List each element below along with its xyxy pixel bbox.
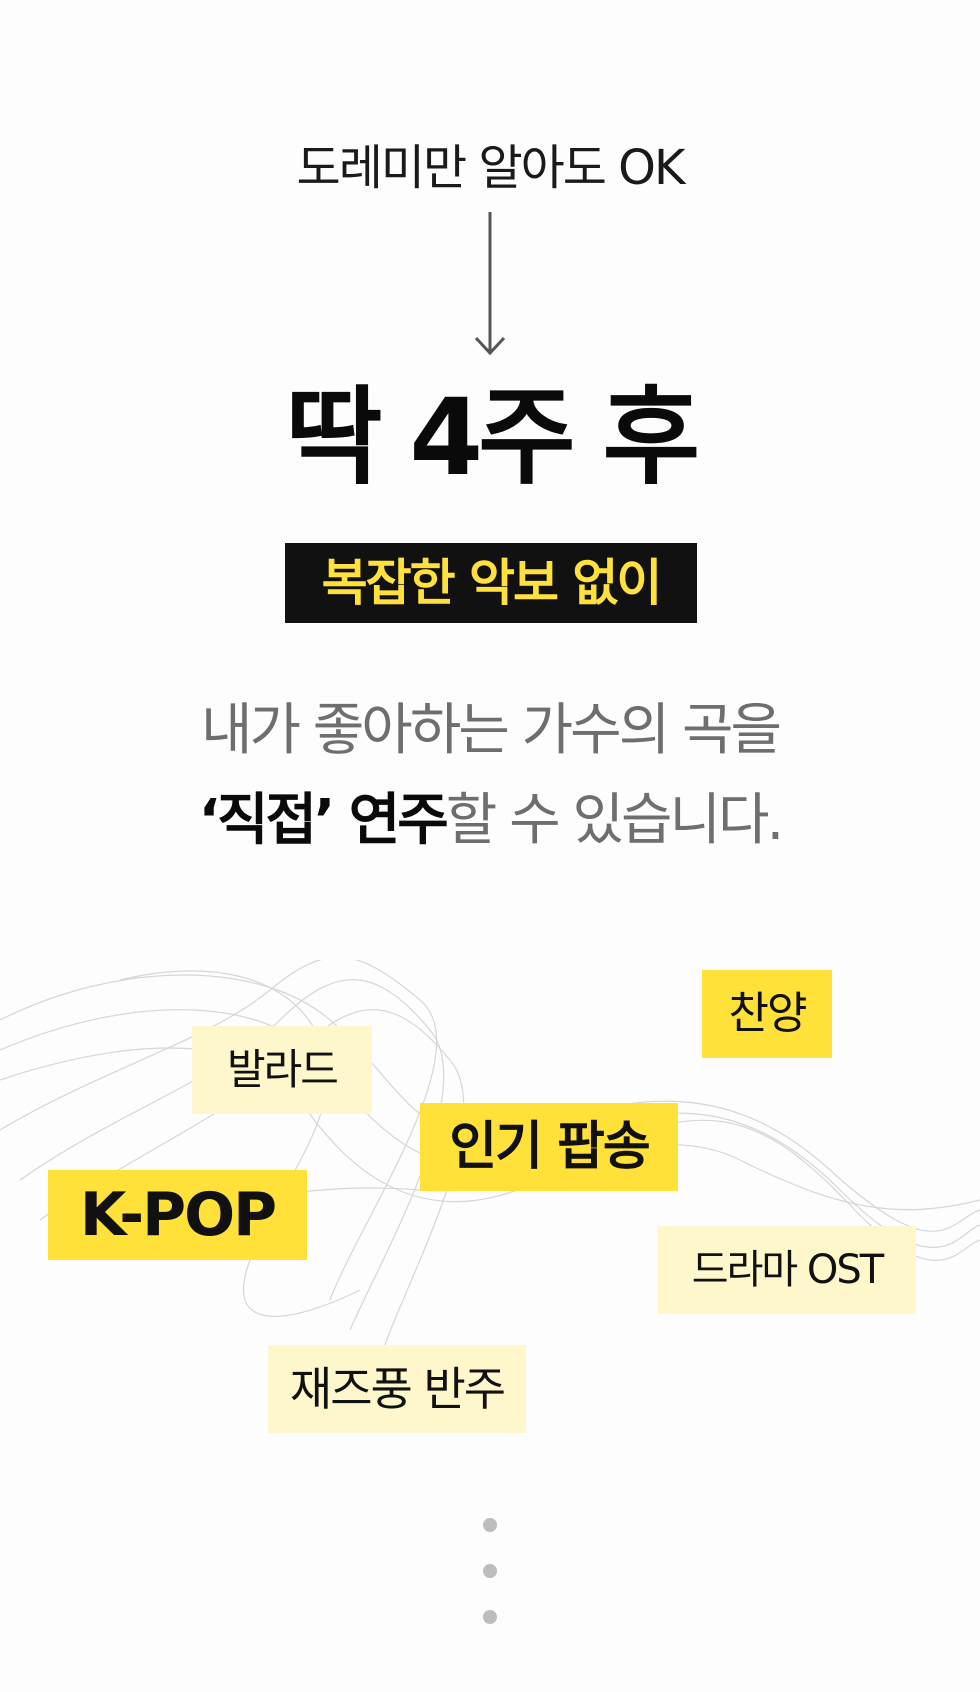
headline: 딱 4주 후 [284,376,700,499]
description-rest: 할 수 있습니다. [445,788,785,853]
description-emphasis: ‘직접’ 연주 [198,788,449,853]
intro-text: 도레미만 알아도 OK [296,140,686,196]
genre-tag-ballad: 발라드 [192,1026,372,1114]
description-line-1: 내가 좋아하는 가수의 곡을 [200,698,782,763]
dot [483,1518,497,1532]
arrow-down-icon [474,212,506,356]
dot [483,1610,497,1624]
banner: 복잡한 악보 없이 [285,543,697,623]
genre-tag-pop: 인기 팝송 [420,1103,678,1191]
description-line-2: ‘직접’ 연주할 수 있습니다. [0,786,980,856]
genre-tag-jazz: 재즈풍 반주 [268,1345,526,1433]
banner-text: 복잡한 악보 없이 [321,554,663,612]
genre-tag-ccm: 찬양 [702,970,832,1058]
genre-tag-drama-ost: 드라마 OST [658,1226,916,1314]
vertical-dots-icon [480,1518,500,1638]
dot [483,1564,497,1578]
genre-tag-kpop: K-POP [48,1170,307,1260]
